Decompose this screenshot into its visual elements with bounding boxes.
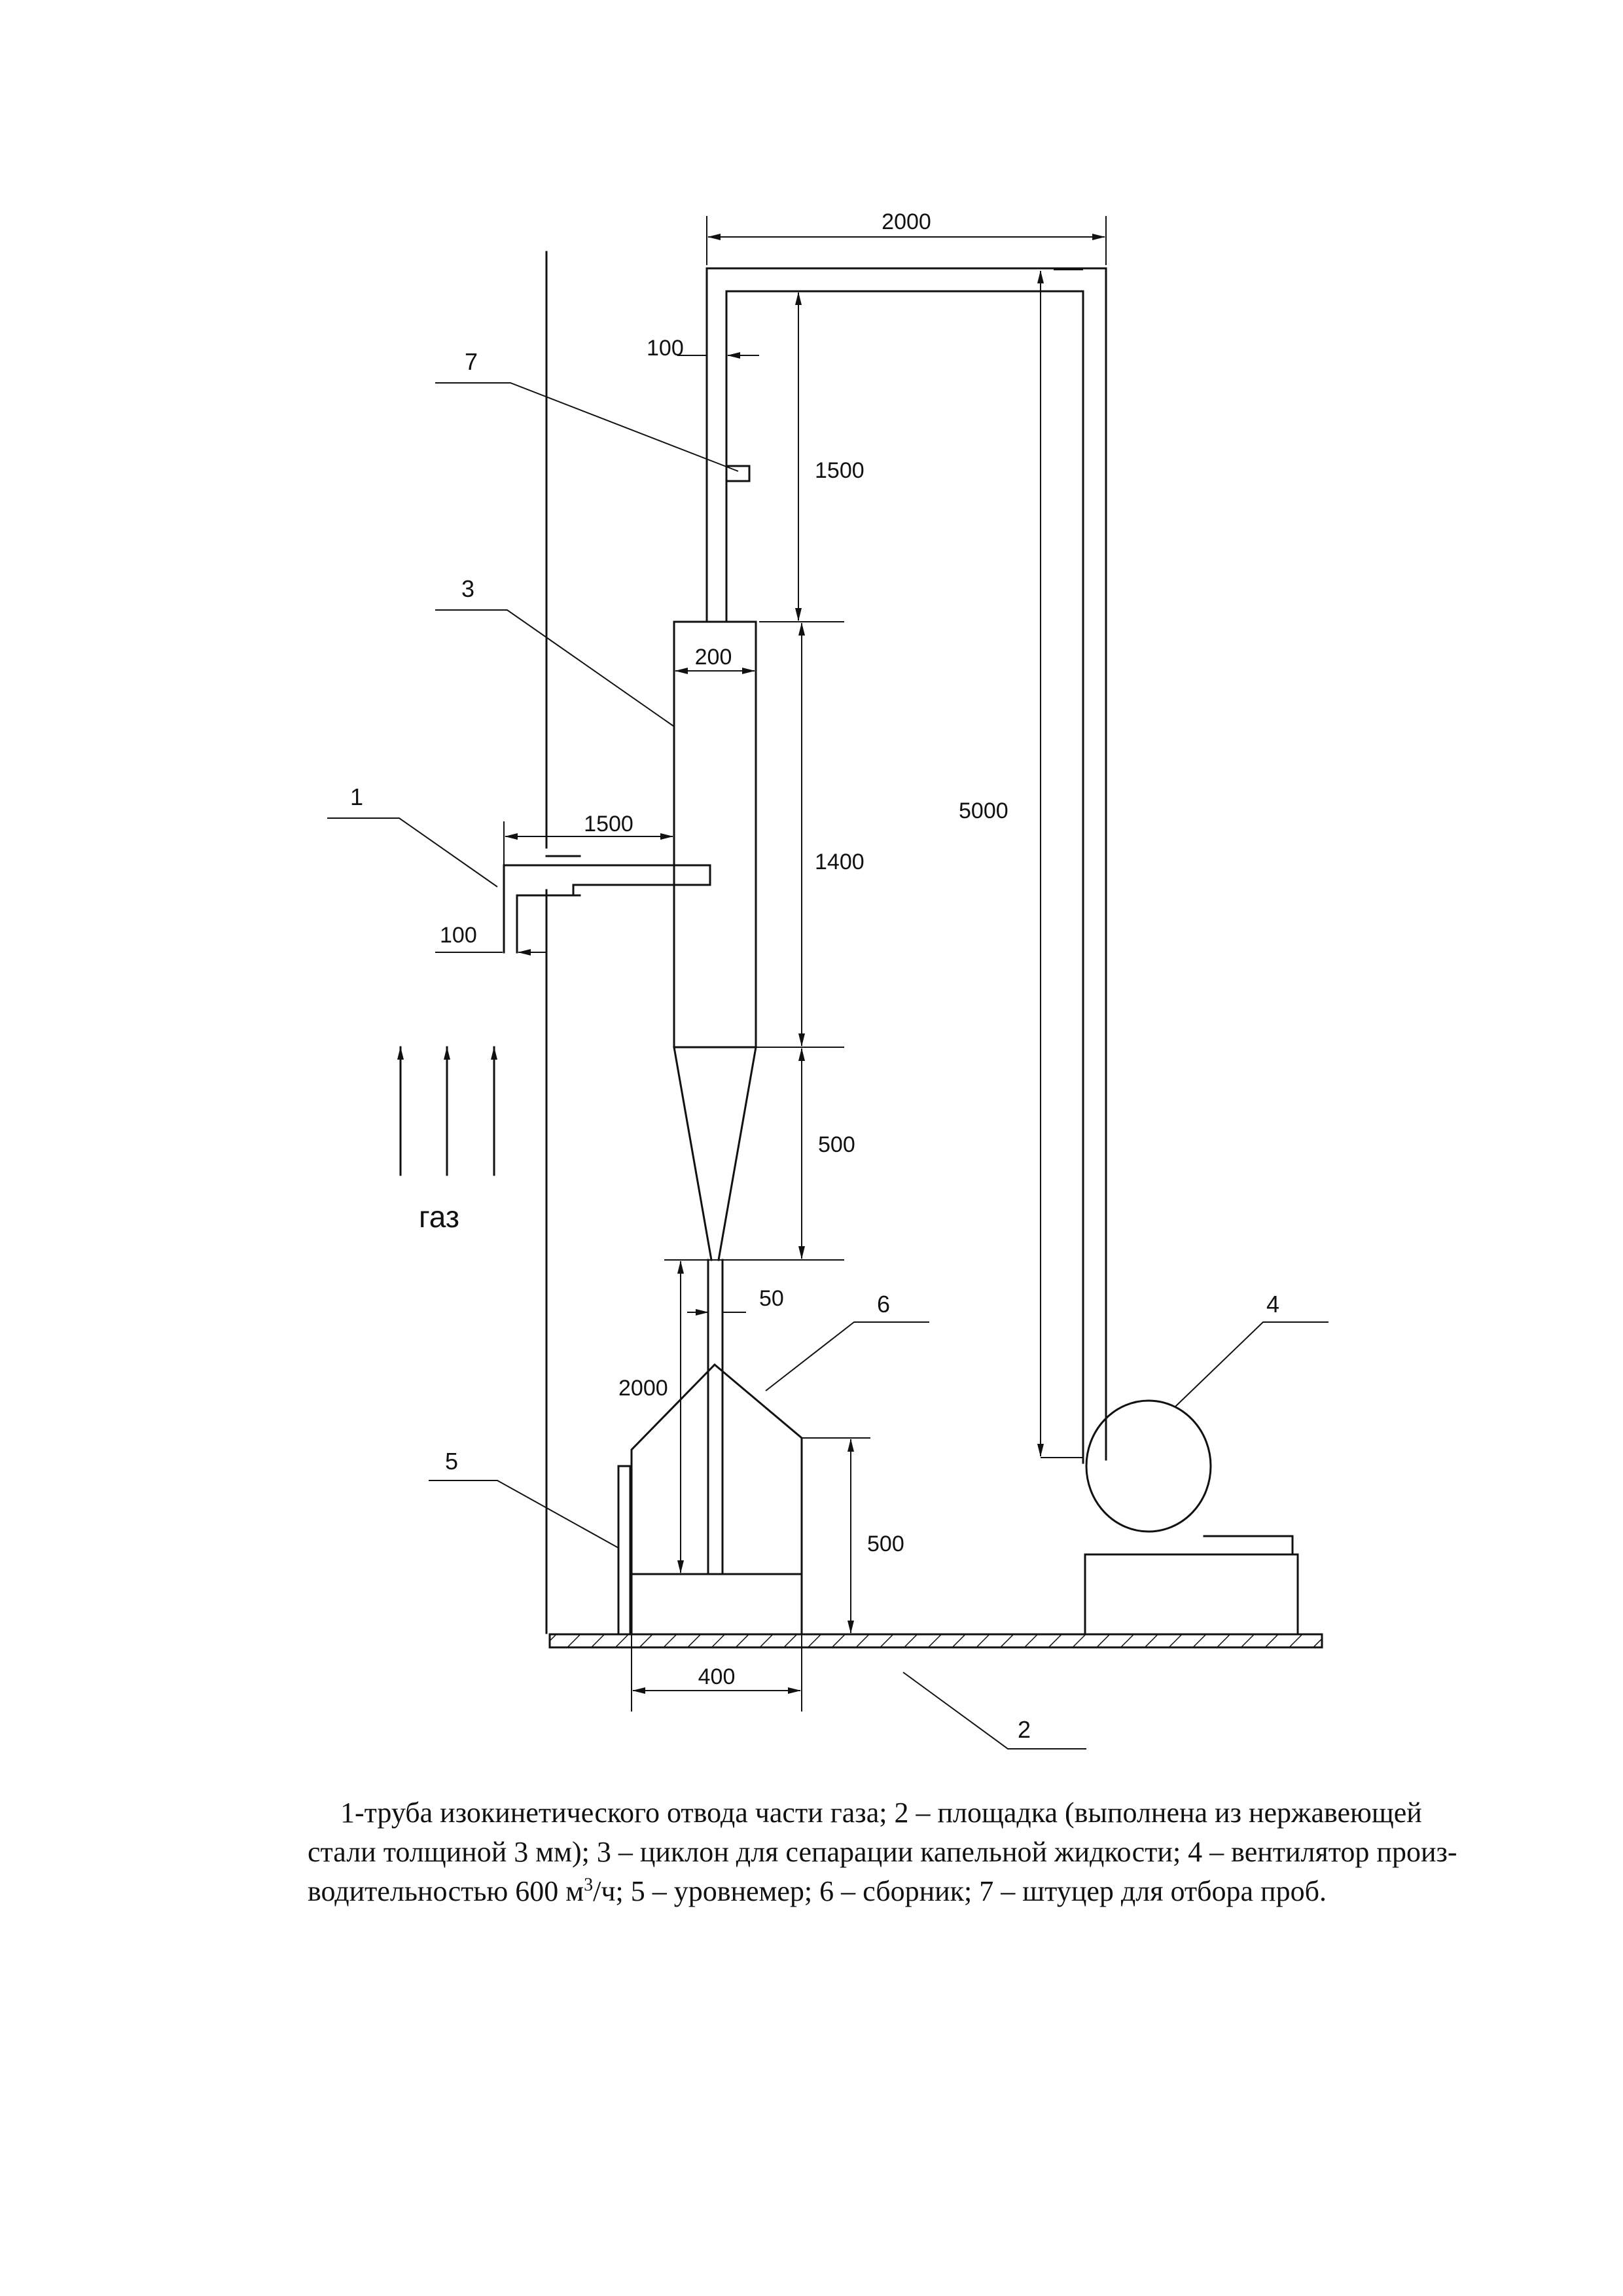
- leader-7: [435, 382, 739, 472]
- level-gauge: [617, 1465, 632, 1636]
- sampling-nozzle: [725, 465, 751, 482]
- leader-2: [902, 1672, 1086, 1749]
- cyclone-body: [673, 620, 757, 1049]
- dim-probe-gap-label: 100: [440, 923, 477, 948]
- leader-1: [327, 817, 498, 888]
- gas-flow-label: газ: [419, 1200, 459, 1234]
- dim-pipe-gap-label: 100: [647, 336, 684, 361]
- leader-4: [1174, 1321, 1329, 1408]
- dim-cyclone-width-label: 200: [695, 645, 732, 670]
- callout-1: 1: [350, 783, 363, 810]
- caption-line-3b: /ч; 5 – уровнемер; 6 – сборник; 7 – штуц…: [593, 1875, 1327, 1907]
- leader-5: [429, 1480, 619, 1549]
- return-pipe-outer: [705, 267, 1107, 1461]
- collector: [630, 1363, 803, 1636]
- dim-probe-length-label: 1500: [584, 812, 633, 836]
- callout-4: 4: [1266, 1291, 1279, 1318]
- dim-collector-height-label: 500: [867, 1532, 904, 1556]
- leader-3: [435, 609, 675, 727]
- fan-motor: [1203, 1535, 1294, 1556]
- callout-6: 6: [877, 1291, 890, 1318]
- caption-line-3a: водительностью 600 м: [308, 1875, 584, 1907]
- caption-line-3-superscript: 3: [584, 1874, 594, 1895]
- dim-top-width-label: 2000: [882, 209, 931, 234]
- dim-cone-height-label: 500: [818, 1132, 855, 1157]
- probe-pipe: [503, 864, 711, 954]
- callout-7: 7: [465, 348, 478, 375]
- figure-caption: 1-труба изокинетического отвода части га…: [308, 1793, 1512, 1911]
- probe-flange: [545, 855, 581, 897]
- drain-pipe: [707, 1259, 724, 1575]
- platform: [548, 1633, 1323, 1649]
- dim-fan-pipe-height-label: 5000: [959, 798, 1008, 823]
- caption-line-2: стали толщиной 3 мм); 3 – циклон для сеп…: [308, 1836, 1457, 1868]
- callout-2: 2: [1018, 1716, 1031, 1743]
- dim-upper-pipe-height-label: 1500: [815, 458, 865, 483]
- dim-cyclone-body-height-label: 1400: [815, 850, 865, 874]
- return-pipe-inner: [725, 290, 1084, 1464]
- dim-drain-height-label: 2000: [618, 1376, 668, 1401]
- caption-line-1: 1-труба изокинетического отвода части га…: [340, 1797, 1422, 1829]
- fan-base: [1084, 1553, 1299, 1636]
- leader-6: [765, 1321, 929, 1391]
- fan: [1085, 1399, 1212, 1533]
- cyclone-cone: [673, 1046, 757, 1261]
- dim-collector-width-label: 400: [698, 1664, 736, 1689]
- callout-5: 5: [445, 1448, 458, 1475]
- dim-drain-width-label: 50: [759, 1286, 784, 1311]
- callout-3: 3: [461, 575, 474, 602]
